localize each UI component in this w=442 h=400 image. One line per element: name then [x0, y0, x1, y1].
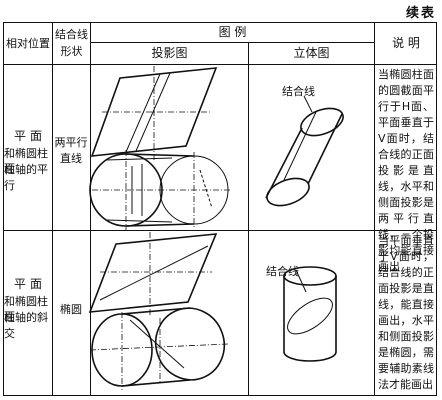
grid-line: [52, 22, 54, 396]
row1-position-line-d: 行: [4, 179, 15, 192]
col-header-shape-line2: 形状: [60, 45, 83, 58]
grid-line: [3, 64, 437, 66]
row2-top-view: [89, 307, 229, 390]
row1-position-line-a: 平面: [14, 129, 47, 143]
grid-line: [90, 22, 92, 396]
row2-front-view: [88, 232, 218, 316]
grid-line: [374, 22, 376, 396]
row1-position-line-b: 和椭圆柱面: [4, 147, 48, 175]
row1-note: 当椭圆柱面的圆截面平行于H面、平面垂直于V面时，结合线的正面投影是直线，水平和侧…: [378, 68, 434, 273]
col-header-solid: 立体图: [293, 46, 330, 60]
col-header-position: 相对位置: [6, 37, 50, 50]
row1-shape: 两平行直线: [54, 136, 88, 165]
row1-solid-view: [265, 95, 344, 207]
row1-front-view: [90, 66, 218, 160]
row2-note: 当平面垂直于V面时，结合线的正面投影是直线，能直接画出，水平和侧面投影是椭圆，需…: [378, 234, 434, 391]
col-header-projection: 投影图: [151, 46, 188, 60]
grid-line: [248, 42, 250, 396]
row2-solid-callout: 结合线: [266, 265, 299, 278]
row1-position-line-c: 柱轴的平: [4, 163, 48, 176]
continuation-label: 续表: [405, 6, 436, 21]
row1-solid-callout: 结合线: [282, 85, 315, 98]
reference-table: [3, 22, 437, 396]
col-header-figures: 图 例: [218, 25, 247, 39]
row2-position-line-b: 和椭圆柱面: [4, 295, 48, 323]
row1-top-view: [89, 150, 230, 230]
col-header-note: 说 明: [392, 36, 420, 50]
row2-position-line-d: 交: [4, 327, 15, 340]
col-header-shape-line1: 结合线: [55, 28, 88, 41]
grid-line: [3, 230, 437, 232]
row2-solid-view: [283, 266, 337, 362]
row2-position-line-c: 柱轴的斜: [4, 311, 48, 324]
grid-line: [90, 42, 374, 44]
row2-position-line-a: 平面: [14, 277, 47, 291]
row2-shape: 椭圆: [60, 303, 82, 316]
